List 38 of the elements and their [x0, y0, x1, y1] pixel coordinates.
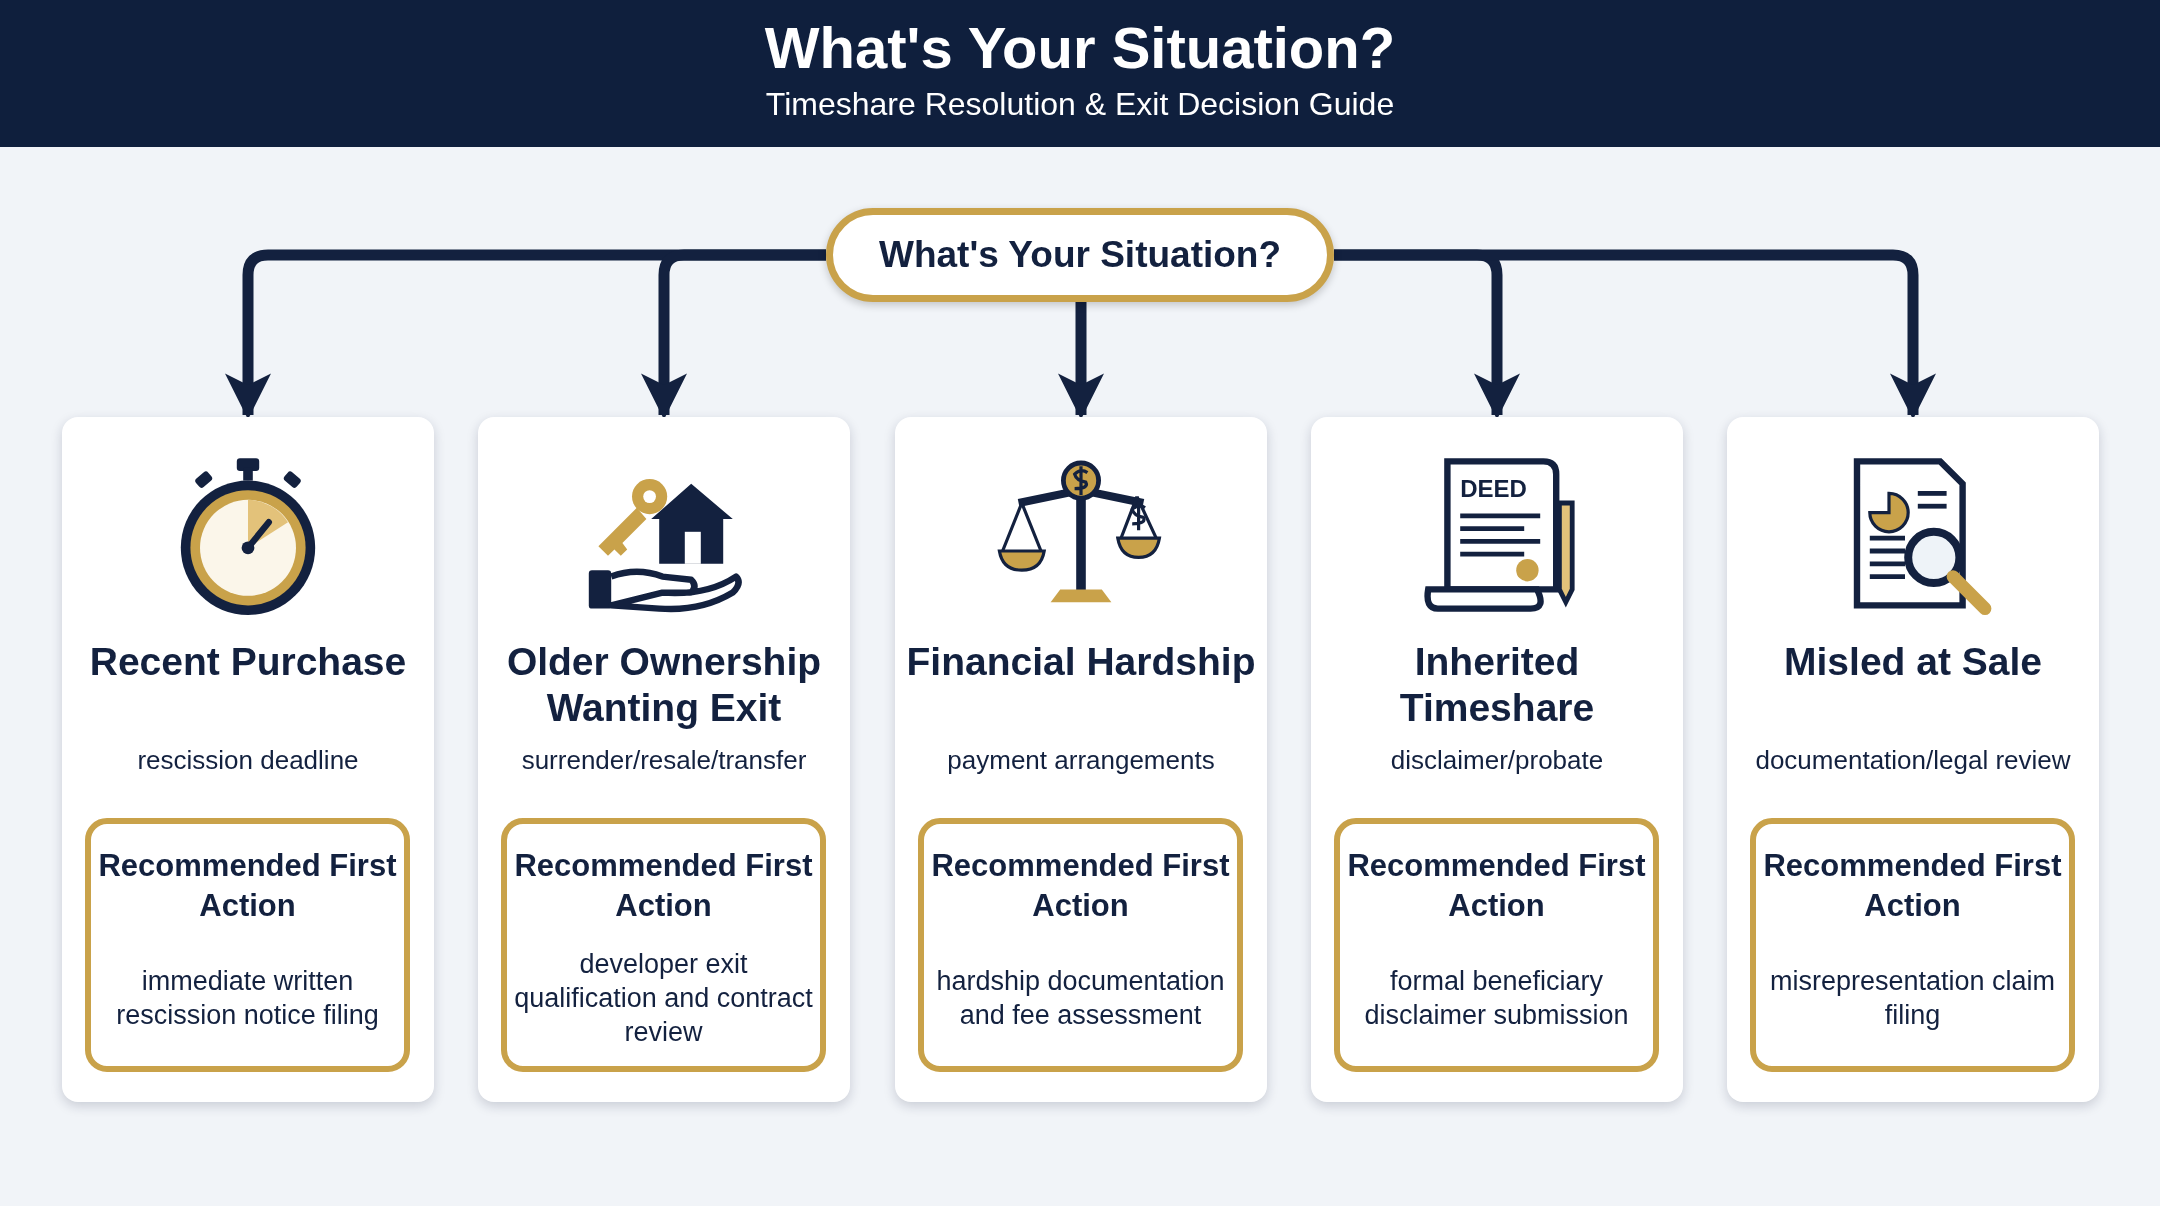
action-heading: Recommended First Action [513, 847, 814, 925]
action-box [501, 818, 826, 1072]
action-box [85, 818, 410, 1072]
situation-title: Recent Purchase [88, 639, 408, 685]
title: What's Your Situation? [763, 14, 1397, 81]
situation-card [1727, 417, 2099, 1102]
action-box [1750, 818, 2075, 1072]
action-heading: Recommended First Action [97, 847, 398, 925]
arrow [640, 249, 826, 420]
situation-card [62, 417, 434, 1102]
action-heading: Recommended First Action [1762, 847, 2063, 925]
situation-title: Financial Hardship [905, 639, 1257, 685]
situation-title: Older Ownership Wanting Exit [505, 639, 823, 731]
icon-label: DEED [1460, 474, 1527, 502]
question-text: What's Your Situation? [878, 234, 1282, 276]
action-heading: Recommended First Action [930, 847, 1231, 925]
subtitle: Timeshare Resolution & Exit Decision Guide [764, 86, 1396, 123]
situation-card [478, 417, 850, 1102]
situation-card [1311, 417, 1683, 1102]
situation-description: disclaimer/probate [1389, 744, 1605, 777]
situation-description: payment arrangements [946, 744, 1216, 777]
action-box [1334, 818, 1659, 1072]
action-heading: Recommended First Action [1346, 847, 1647, 925]
action-text: immediate written rescission notice filing [115, 965, 380, 1032]
situation-card [895, 417, 1267, 1102]
action-text: formal beneficiary disclaimer submission [1363, 965, 1630, 1032]
action-text: developer exit qualification and contract review [513, 948, 814, 1049]
action-text: hardship documentation and fee assessment [935, 965, 1226, 1032]
arrow [1057, 302, 1105, 420]
situation-description: rescission deadline [136, 744, 360, 777]
situation-title: Inherited Timeshare [1398, 639, 1596, 731]
arrow [1334, 249, 1937, 420]
situation-title: Misled at Sale [1783, 639, 2043, 685]
action-box [918, 818, 1243, 1072]
situation-description: surrender/resale/transfer [520, 744, 808, 777]
situation-description: documentation/legal review [1754, 744, 2072, 777]
action-text: misrepresentation claim filing [1768, 965, 2057, 1032]
start-pill [826, 208, 1334, 302]
